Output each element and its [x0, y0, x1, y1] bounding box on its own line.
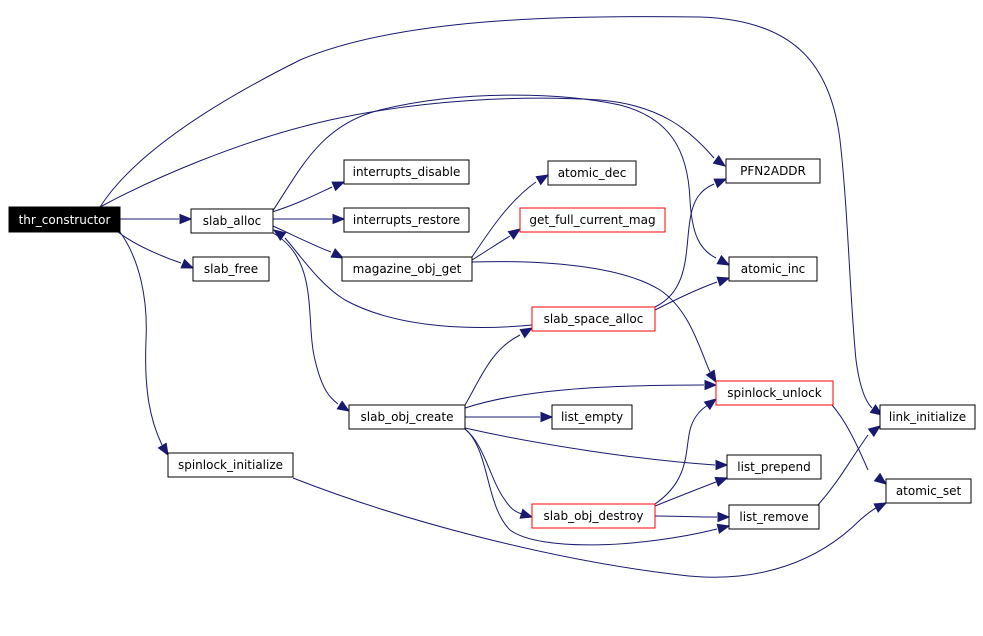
node-slab-obj-destroy[interactable]: slab_obj_destroy — [531, 503, 656, 529]
node-slab-obj-create[interactable]: slab_obj_create — [348, 404, 466, 430]
edge-thr_constructor-link_initialize — [99, 16, 884, 416]
node-label-list-empty: list_empty — [561, 410, 623, 424]
arrowhead — [867, 425, 882, 438]
arrowhead — [519, 327, 534, 339]
node-label-magazine-obj-get: magazine_obj_get — [353, 262, 462, 276]
node-label-spinlock-initialize: spinlock_initialize — [178, 458, 283, 472]
node-atomic-set[interactable]: atomic_set — [885, 478, 972, 504]
edge-slab_alloc-atomic_inc — [271, 94, 731, 266]
node-atomic-dec[interactable]: atomic_dec — [547, 160, 637, 186]
edge-slab_obj_destroy-list_prepend — [654, 477, 729, 507]
edge-slab_space_alloc-slab_alloc — [272, 229, 533, 328]
node-list-prepend[interactable]: list_prepend — [726, 454, 822, 480]
edge-slab_obj_create-list_prepend — [464, 427, 729, 471]
edge-slab_obj_create-list_empty — [464, 411, 554, 423]
edge-slab_alloc-slab_obj_create — [272, 232, 351, 412]
node-label-pfn2addr: PFN2ADDR — [740, 164, 806, 178]
node-slab-space-alloc[interactable]: slab_space_alloc — [531, 306, 656, 332]
edge-spinlock_initialize-atomic_set — [292, 477, 888, 578]
edge-list_remove-link_initialize — [817, 425, 882, 506]
node-spinlock-unlock[interactable]: spinlock_unlock — [715, 380, 834, 406]
edge-slab_obj_create-slab_obj_destroy — [464, 428, 534, 519]
arrowhead — [180, 258, 195, 269]
nodes: thr_constructor slab_alloc slab_free spi… — [8, 158, 976, 530]
node-label-interrupts-disable: interrupts_disable — [353, 165, 461, 179]
arrowhead — [330, 248, 345, 259]
arrowhead — [873, 502, 888, 513]
arrowhead — [157, 442, 169, 457]
node-slab-alloc[interactable]: slab_alloc — [190, 208, 274, 234]
node-interrupts-restore[interactable]: interrupts_restore — [343, 207, 470, 233]
node-label-atomic-dec: atomic_dec — [558, 166, 627, 180]
edge-thr_constructor-slab_alloc — [119, 213, 193, 225]
node-label-slab-free: slab_free — [204, 262, 258, 276]
edge-slab_space_alloc-pfn2addr — [654, 178, 728, 308]
arrowhead — [873, 472, 888, 485]
node-label-slab-alloc: slab_alloc — [203, 214, 262, 228]
node-label-link-initialize: link_initialize — [889, 410, 966, 424]
edge-spinlock_unlock-atomic_set — [831, 404, 888, 485]
node-label-slab-obj-destroy: slab_obj_destroy — [544, 509, 644, 523]
arrowhead — [705, 369, 717, 384]
node-thr-constructor[interactable]: thr_constructor — [8, 206, 121, 233]
edge-slab_obj_create-list_remove — [464, 428, 731, 546]
node-list-remove[interactable]: list_remove — [728, 504, 820, 530]
node-pfn2addr[interactable]: PFN2ADDR — [725, 158, 821, 184]
node-atomic-inc[interactable]: atomic_inc — [728, 256, 818, 282]
edge-slab_obj_destroy-list_remove — [654, 511, 731, 523]
edge-slab_obj_destroy-spinlock_unlock — [654, 398, 718, 505]
arrowhead — [272, 229, 287, 242]
arrowhead — [716, 523, 731, 534]
arrowhead — [716, 254, 731, 266]
arrowhead — [712, 154, 727, 167]
edge-slab_obj_create-spinlock_unlock — [464, 379, 718, 409]
edge-magazine_obj_get-get_full_current_mag — [471, 228, 522, 261]
node-label-slab-space-alloc: slab_space_alloc — [544, 312, 644, 326]
node-label-interrupts-restore: interrupts_restore — [353, 213, 460, 227]
node-label-get-full-current-mag: get_full_current_mag — [529, 213, 655, 227]
arrowhead — [519, 508, 534, 519]
node-label-list-remove: list_remove — [739, 510, 808, 524]
arrowhead — [507, 228, 522, 240]
node-link-initialize[interactable]: link_initialize — [879, 404, 976, 430]
node-label-thr-constructor: thr_constructor — [19, 213, 111, 227]
node-spinlock-initialize[interactable]: spinlock_initialize — [167, 452, 294, 478]
node-label-slab-obj-create: slab_obj_create — [361, 410, 454, 424]
arrowhead — [535, 174, 550, 186]
edge-slab_space_alloc-atomic_inc — [654, 276, 731, 311]
arrowhead — [331, 181, 346, 192]
edge-thr_constructor-spinlock_initialize — [119, 231, 169, 457]
arrowhead — [869, 404, 884, 416]
arrowhead — [716, 276, 731, 287]
arrowhead — [332, 213, 346, 225]
node-label-spinlock-unlock: spinlock_unlock — [727, 386, 822, 400]
edge-slab_alloc-magazine_obj_get — [272, 225, 345, 259]
arrowhead — [714, 477, 729, 487]
node-magazine-obj-get[interactable]: magazine_obj_get — [341, 256, 473, 282]
edge-thr_constructor-pfn2addr — [99, 97, 727, 208]
arrowhead — [715, 459, 729, 471]
edge-magazine_obj_get-atomic_dec — [471, 174, 550, 258]
node-get-full-current-mag[interactable]: get_full_current_mag — [519, 207, 666, 233]
node-interrupts-disable[interactable]: interrupts_disable — [343, 159, 470, 185]
arrowhead — [336, 400, 351, 412]
edge-slab_alloc-interrupts_disable — [271, 181, 346, 213]
edge-magazine_obj_get-spinlock_unlock — [471, 261, 717, 384]
node-list-empty[interactable]: list_empty — [551, 404, 633, 430]
arrowhead — [713, 178, 728, 189]
edges — [99, 16, 888, 578]
arrowhead — [704, 379, 718, 391]
node-slab-free[interactable]: slab_free — [192, 256, 270, 282]
arrowhead — [717, 511, 731, 523]
edge-slab_obj_create-slab_space_alloc — [464, 327, 534, 406]
edge-slab_alloc-interrupts_restore — [272, 213, 346, 225]
edge-thr_constructor-slab_free — [117, 231, 195, 269]
arrowhead — [179, 213, 193, 225]
arrowhead — [540, 411, 554, 423]
node-label-list-prepend: list_prepend — [737, 460, 811, 474]
arrowhead — [703, 398, 718, 411]
node-label-atomic-set: atomic_set — [896, 484, 962, 498]
node-label-atomic-inc: atomic_inc — [741, 262, 806, 276]
